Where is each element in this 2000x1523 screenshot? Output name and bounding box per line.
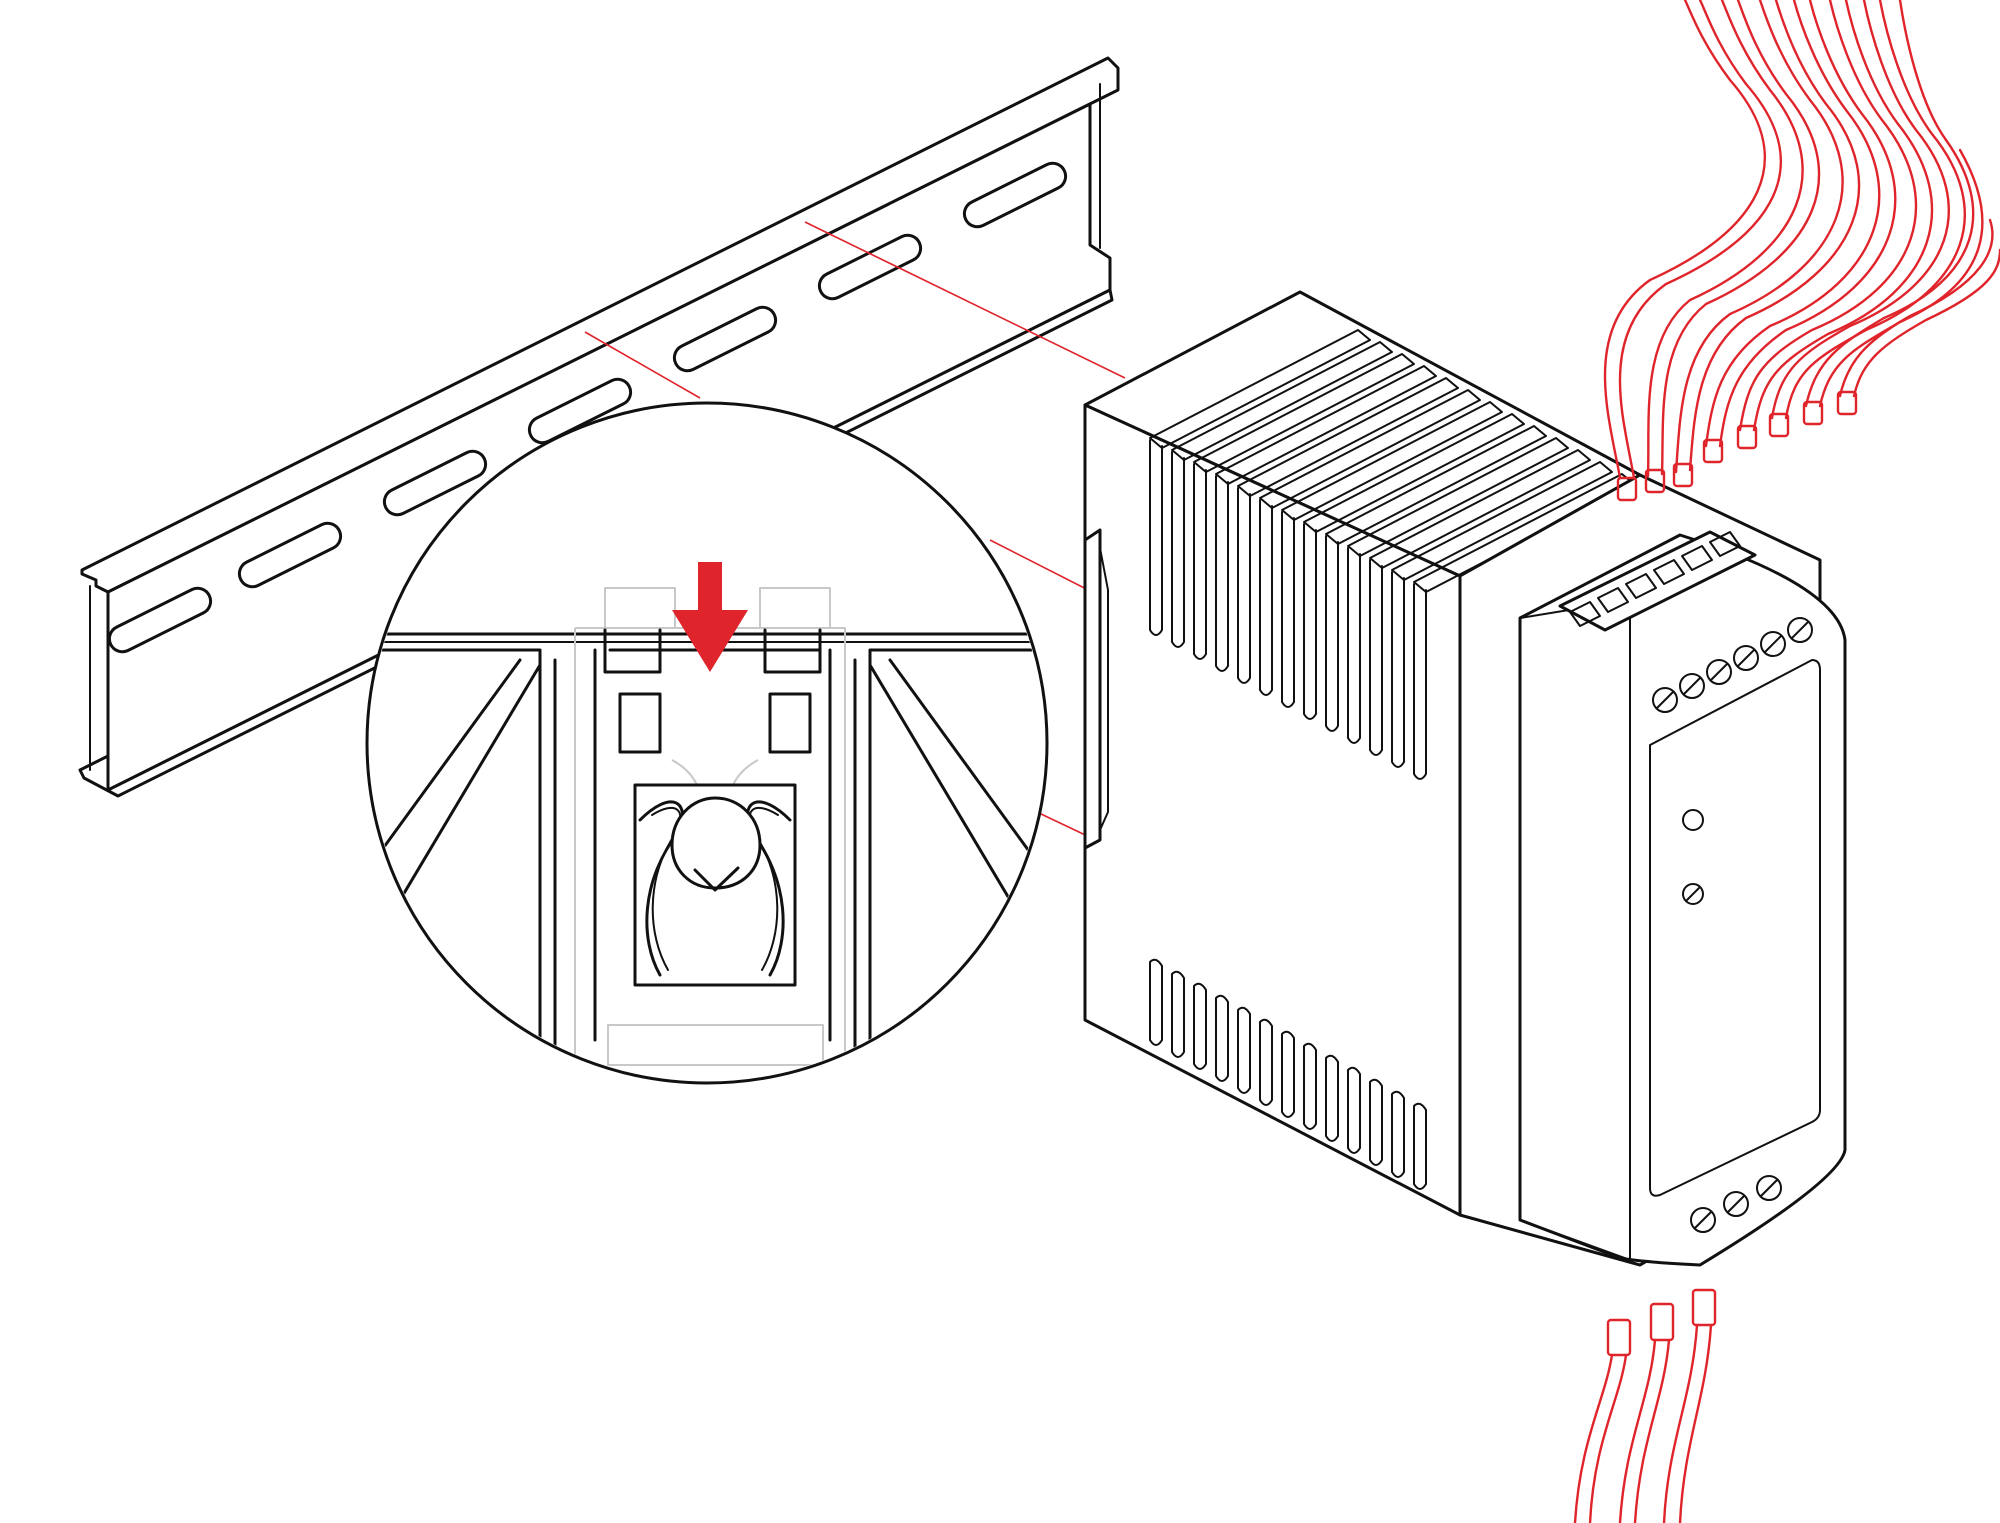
psu-screws-top: [1652, 617, 1813, 713]
down-arrow-icon: [672, 562, 748, 672]
psu-label-window: [1649, 659, 1821, 1197]
screw-terminal: [1679, 673, 1705, 699]
rail-slots: [107, 161, 1068, 654]
led-indicator: [1682, 809, 1704, 831]
magnifier-outline: [365, 401, 1049, 1085]
input-wires: [1573, 1288, 1717, 1523]
detail-magnifier: [365, 401, 1049, 1085]
clip-tab-left: [618, 692, 662, 754]
psu-rail-clip: [1083, 528, 1102, 850]
rail-slot: [527, 377, 633, 445]
power-supply-unit: [1083, 290, 1847, 1267]
screw-terminal: [1690, 1207, 1716, 1233]
screw-terminal: [1733, 645, 1759, 671]
guide-line: [584, 331, 701, 399]
psu-vent-slots-upper: [1149, 439, 1427, 780]
guide-line: [804, 221, 1126, 379]
rail-slot: [672, 305, 778, 373]
psu-vent-slots-lower: [1149, 958, 1427, 1190]
screw-terminal: [1723, 1191, 1749, 1217]
psu-front-bezel: [1518, 533, 1847, 1267]
psu-screws-bottom: [1690, 1175, 1782, 1233]
clip-latch-knob: [670, 796, 762, 890]
rail-slot: [107, 586, 213, 654]
clip-tab-right: [768, 692, 812, 754]
screw-terminal: [1787, 617, 1813, 643]
screw-terminal: [1760, 631, 1786, 657]
psu-terminal-block-top: [1558, 530, 1757, 632]
output-wires: [1603, 0, 2000, 502]
voltage-adjust-trimmer: [1682, 883, 1704, 905]
rail-slot: [382, 449, 488, 517]
rail-slot: [962, 161, 1068, 229]
screw-terminal: [1706, 659, 1732, 685]
rail-slot: [237, 521, 343, 589]
rail-slot: [817, 233, 923, 301]
guide-line: [989, 539, 1101, 597]
screw-terminal: [1652, 687, 1678, 713]
rail-bottom-lip: [78, 288, 1114, 798]
screw-terminal: [1756, 1175, 1782, 1201]
